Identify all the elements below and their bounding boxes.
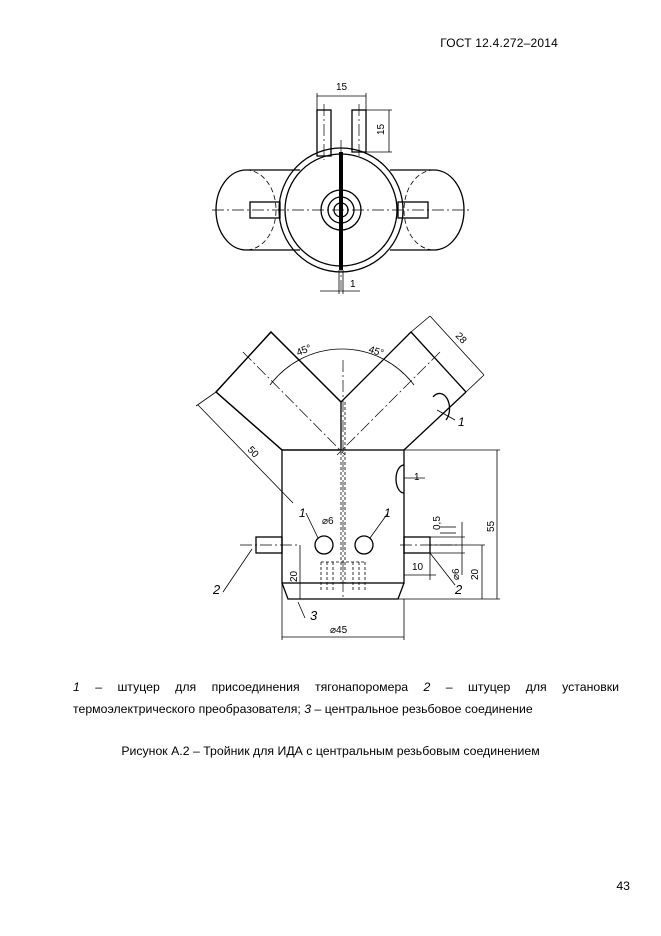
dim-slot: 1 [350, 279, 356, 290]
dim-fitting-diameter: ⌀6 [451, 568, 462, 580]
document-header: ГОСТ 12.4.272–2014 [440, 36, 558, 50]
dim-step: 0,5 [432, 516, 443, 530]
legend-line-1: 1 – штуцер для присоединения тягонапором… [73, 676, 619, 698]
dim-body-diameter: ⌀45 [330, 625, 348, 636]
legend-item-2-number: 2 [423, 680, 431, 694]
dim-tube-height: 15 [376, 123, 387, 135]
front-view [195, 315, 500, 640]
callout-1-left: 1 [299, 506, 306, 520]
legend-item-2-continuation: термоэлектрического преобразователя; [73, 702, 305, 716]
callout-1-right: 1 [384, 506, 391, 520]
dim-branch-width: 28 [453, 331, 469, 347]
dim-total-height: 55 [486, 520, 497, 532]
angle-left: 45° [295, 343, 313, 359]
dim-fitting-length: 10 [412, 562, 424, 573]
dim-spacing: 15 [336, 82, 348, 93]
dim-hole-diameter: ⌀6 [322, 516, 334, 527]
figure-legend: 1 – штуцер для присоединения тягонапором… [73, 676, 619, 720]
dim-hole-height: 20 [289, 570, 300, 582]
dim-fitting-height: 20 [470, 568, 481, 580]
dim-branch-length: 50 [245, 445, 261, 461]
legend-item-3-number: 3 [304, 702, 312, 716]
callout-2-left: 2 [212, 582, 221, 597]
callout-3: 3 [310, 608, 318, 623]
figure-title: Рисунок А.2 – Тройник для ИДА с централь… [121, 744, 540, 758]
dim-gap: 1 [414, 472, 420, 483]
angle-right: 45° [367, 344, 385, 359]
callout-2-right: 2 [454, 582, 463, 597]
legend-item-1-number: 1 [73, 680, 80, 694]
technical-drawing: 15 15 1 45° 45° 28 50 1 55 ⌀6 0,5 10 ⌀6 … [195, 82, 500, 640]
legend-item-3-text: – центральное резьбовое соединение [311, 702, 533, 716]
callout-1-top: 1 [458, 415, 465, 429]
page-number: 43 [616, 879, 630, 893]
legend-item-2-text: – штуцер для установки [430, 680, 619, 694]
top-view [212, 93, 470, 294]
legend-item-1-text: – штуцер для присоединения тягонапоромер… [79, 680, 424, 694]
